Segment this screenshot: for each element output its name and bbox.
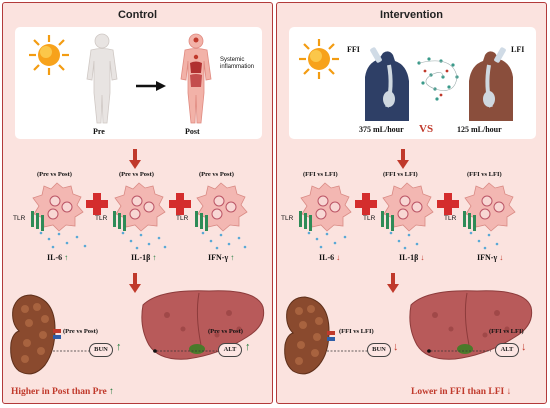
tlr-label-1: TLR — [13, 215, 26, 222]
immune-cell-2 — [113, 182, 166, 232]
ffi-drinker-figure — [365, 47, 409, 121]
liver-figure — [409, 290, 533, 360]
tlr-label-1: TLR — [281, 215, 294, 222]
cytokine-dots — [307, 231, 499, 250]
cell-2-comparison: (FFI vs LFI) — [383, 171, 418, 178]
cell-3-comparison: (Pre vs Post) — [199, 171, 234, 178]
plus-icon-2 — [169, 193, 191, 215]
kidney-connector — [327, 350, 367, 352]
kidney-comparison: (Pre vs Post) — [63, 328, 98, 335]
kidney-figure — [10, 294, 61, 375]
cytokine-dots — [39, 231, 247, 250]
plus-icon-1 — [86, 193, 108, 215]
systemic-inflammation-label: Systemic inflammation — [220, 57, 255, 70]
immune-cell-3 — [463, 182, 516, 232]
cytokine-il6: IL-6 ↑ — [47, 253, 69, 262]
liver-connector — [427, 349, 491, 353]
control-scene: Pre Systemic inflammation Post — [15, 27, 262, 139]
lfi-label: LFI — [511, 45, 525, 54]
immune-cell-3 — [195, 182, 248, 232]
kidney-connector — [53, 350, 89, 352]
increase-arrow-icon: ↑ — [230, 253, 235, 262]
increase-arrow-icon: ↑ — [152, 253, 157, 262]
intervention-scene: FFI LFI 375 mL/hour — [289, 27, 536, 139]
intervention-title: Intervention — [380, 9, 443, 21]
progression-arrow — [136, 81, 166, 91]
control-title: Control — [117, 9, 158, 21]
intervention-footer: Lower in FFI than LFI ↓ — [411, 387, 512, 397]
bun-badge: BUN — [367, 343, 391, 357]
tlr-label-2: TLR — [363, 215, 376, 222]
decrease-arrow-icon: ↓ — [336, 253, 341, 262]
tlr-label-3: TLR — [444, 215, 457, 222]
bun-increase-arrow-icon: ↑ — [116, 341, 122, 353]
control-footer: Higher in Post than Pre ↑ — [11, 387, 114, 397]
down-arrow-to-cells — [129, 149, 141, 169]
alt-increase-arrow-icon: ↑ — [245, 341, 251, 353]
decrease-arrow-icon: ↓ — [499, 253, 504, 262]
cell-2-comparison: (Pre vs Post) — [119, 171, 154, 178]
down-arrow-to-organs — [129, 273, 141, 293]
liver-figure — [141, 290, 265, 360]
cell-3-comparison: (FFI vs LFI) — [467, 171, 502, 178]
cell-1-comparison: (Pre vs Post) — [37, 171, 72, 178]
kidney-figure — [284, 296, 335, 375]
alt-badge: ALT — [218, 343, 242, 357]
control-panel: Control Pre — [2, 2, 273, 404]
cytokine-ifng: IFN-γ ↑ — [208, 253, 235, 262]
pre-body-figure — [86, 33, 118, 124]
cytokine-il1b: IL-1β ↑ — [131, 253, 157, 262]
decrease-arrow-icon: ↓ — [506, 387, 512, 397]
tlr-label-2: TLR — [95, 215, 108, 222]
ffi-label: FFI — [347, 45, 360, 54]
increase-arrow-icon: ↑ — [64, 253, 69, 262]
immune-cell-1 — [31, 182, 84, 232]
alt-decrease-arrow-icon: ↓ — [521, 341, 527, 353]
vs-label: VS — [419, 123, 434, 135]
ffi-rate: 375 mL/hour — [359, 125, 404, 134]
liver-comparison: (Pre vs Post) — [208, 328, 243, 335]
plus-icon-2 — [437, 193, 459, 215]
sun-icon — [299, 39, 339, 79]
post-label: Post — [185, 127, 200, 136]
cell-1-comparison: (FFI vs LFI) — [303, 171, 338, 178]
kidney-comparison: (FFI vs LFI) — [339, 328, 374, 335]
bun-decrease-arrow-icon: ↓ — [393, 341, 399, 353]
cytokine-ifng: IFN-γ ↓ — [477, 253, 504, 262]
plus-icon-1 — [355, 193, 377, 215]
decrease-arrow-icon: ↓ — [420, 253, 425, 262]
lfi-rate: 125 mL/hour — [457, 125, 502, 134]
swirl-droplets — [417, 57, 459, 101]
liver-comparison: (FFI vs LFI) — [489, 328, 524, 335]
down-arrow-to-organs — [387, 273, 399, 293]
down-arrow-to-cells — [397, 149, 409, 169]
bun-badge: BUN — [89, 343, 113, 357]
immune-cell-2 — [381, 182, 434, 232]
pre-label: Pre — [93, 127, 105, 136]
intervention-panel: Intervention FFI — [276, 2, 547, 404]
increase-arrow-icon: ↑ — [109, 387, 114, 397]
liver-connector — [153, 349, 217, 353]
immune-cell-1 — [299, 182, 352, 232]
lfi-drinker-figure — [469, 47, 513, 121]
tlr-label-3: TLR — [176, 215, 189, 222]
alt-badge: ALT — [495, 343, 519, 357]
cytokine-il1b: IL-1β ↓ — [399, 253, 425, 262]
sun-icon — [29, 35, 69, 75]
cytokine-il6: IL-6 ↓ — [319, 253, 341, 262]
post-body-figure — [180, 33, 212, 124]
